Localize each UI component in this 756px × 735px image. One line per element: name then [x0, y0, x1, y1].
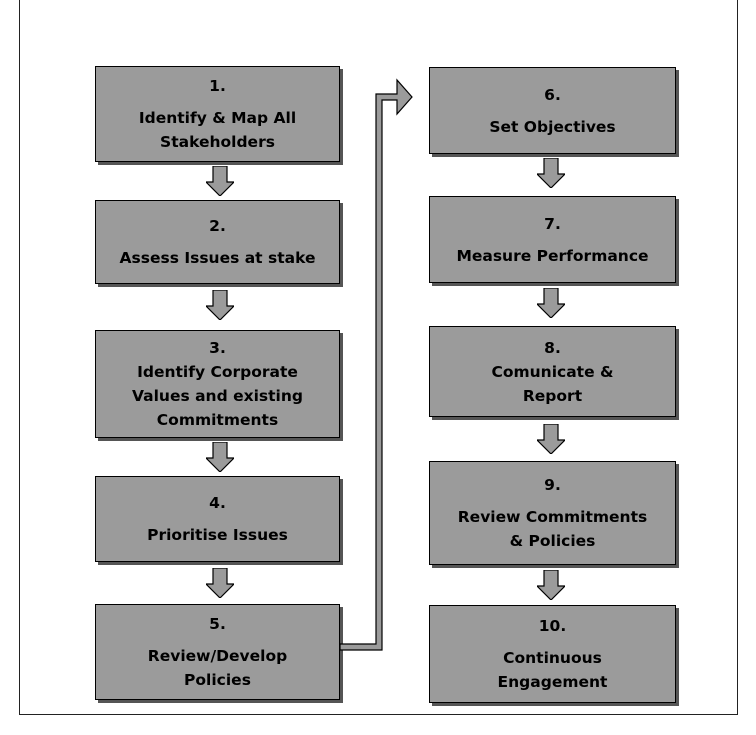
step-5-label: Review/Develop Policies — [147, 647, 288, 689]
step-9-box: 9. Review Commitments & Policies — [429, 461, 676, 565]
step-4-label: Prioritise Issues — [147, 526, 288, 544]
step-7-label: Measure Performance — [456, 246, 649, 265]
step-8-label: Comunicate & Report — [491, 362, 614, 405]
down-arrow-icon — [537, 158, 565, 188]
step-1-box: 1. Identify & Map All Stakeholders — [95, 66, 340, 162]
step-7-box: 7. Measure Performance — [429, 196, 676, 283]
step-5-number: 5. — [209, 615, 226, 633]
step-8-number: 8. — [544, 338, 561, 357]
step-1-number: 1. — [209, 77, 226, 95]
step-2-number: 2. — [209, 217, 226, 235]
step-3-label: Identify Corporate Values and existing C… — [132, 363, 303, 429]
down-arrow-icon — [206, 166, 234, 196]
step-8-box: 8. Comunicate & Report — [429, 326, 676, 417]
step-9-label: Review Commitments & Policies — [457, 508, 648, 550]
step-5-box: 5. Review/Develop Policies — [95, 604, 340, 700]
step-4-box: 4. Prioritise Issues — [95, 476, 340, 562]
step-3-number: 3. — [209, 339, 226, 357]
step-6-box: 6. Set Objectives — [429, 67, 676, 154]
step-10-box: 10. Continuous Engagement — [429, 605, 676, 703]
down-arrow-icon — [206, 568, 234, 598]
step-2-label: Assess Issues at stake — [119, 249, 316, 267]
step-1-label: Identify & Map All Stakeholders — [138, 109, 297, 151]
step-6-number: 6. — [544, 85, 561, 104]
step-4-number: 4. — [209, 494, 226, 512]
step-2-box: 2. Assess Issues at stake — [95, 200, 340, 284]
step-3-box: 3. Identify Corporate Values and existin… — [95, 330, 340, 438]
down-arrow-icon — [537, 288, 565, 318]
step-6-label: Set Objectives — [489, 117, 616, 136]
step-10-label: Continuous Engagement — [497, 649, 608, 691]
down-arrow-icon — [537, 570, 565, 600]
down-arrow-icon — [206, 290, 234, 320]
down-arrow-icon — [206, 442, 234, 472]
step-10-number: 10. — [538, 617, 567, 635]
down-arrow-icon — [537, 424, 565, 454]
step-9-number: 9. — [544, 476, 561, 494]
diagram-frame — [19, 0, 738, 715]
step-7-number: 7. — [544, 214, 561, 233]
